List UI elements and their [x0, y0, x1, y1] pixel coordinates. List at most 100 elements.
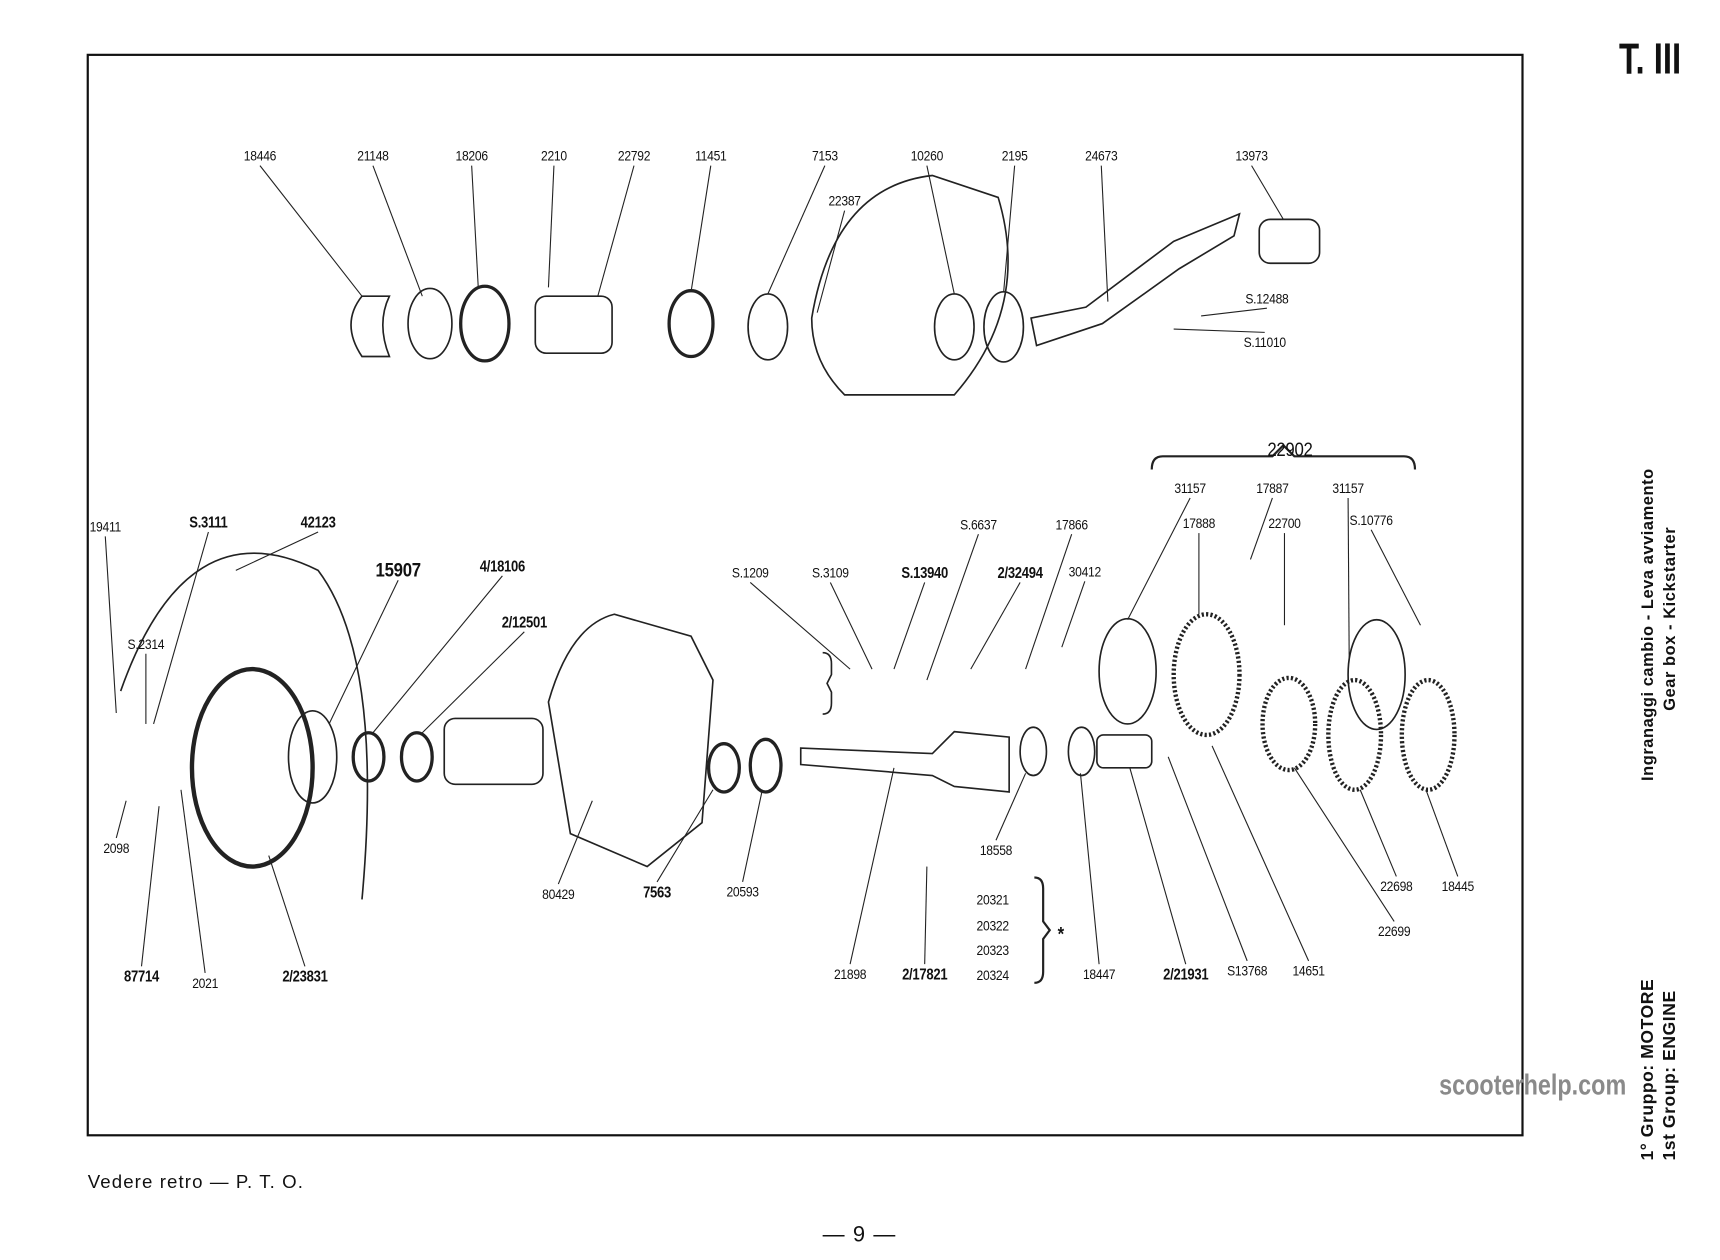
table-id: T. III [1619, 35, 1682, 84]
leader-line [1061, 581, 1086, 648]
leader-line [557, 800, 593, 885]
part-number-label: 22902 [1267, 438, 1313, 461]
part-number-label: 2/17821 [902, 965, 948, 983]
leader-line [421, 631, 525, 734]
leader-line [372, 575, 503, 734]
part-18445 [1399, 677, 1457, 792]
leader-lines [104, 165, 1459, 974]
part-22698 [1326, 677, 1384, 792]
part-number-label: 2/23831 [282, 967, 328, 986]
leader-line [1293, 767, 1395, 922]
leader-line [1003, 165, 1016, 292]
part-number-label: 18445 [1441, 878, 1475, 895]
leader-line [597, 165, 635, 297]
part-number-label: 20324 [976, 966, 1010, 984]
leader-line [372, 165, 423, 297]
leader-line [926, 534, 979, 681]
leader-line [767, 165, 826, 295]
part-number-label: 7153 [811, 147, 838, 164]
part-number-label: 7563 [643, 883, 672, 901]
part-number-label: 17866 [1055, 516, 1089, 533]
part-number-label: 17888 [1182, 514, 1216, 532]
part-number-label: 2/32494 [997, 563, 1043, 582]
group-italian: 1° Gruppo: MOTORE [1638, 978, 1658, 1161]
part-7563 [706, 742, 741, 794]
part-number-label: 24673 [1085, 147, 1118, 164]
part-number-label: 18446 [243, 147, 277, 164]
part-number-label: 20323 [976, 941, 1010, 959]
leader-line [547, 165, 555, 288]
part-number-label: 22698 [1380, 878, 1413, 895]
part-number-label: 18206 [455, 147, 489, 164]
watermark: scooterhelp.com [1439, 1068, 1627, 1102]
part-31157-b [1347, 618, 1406, 731]
section-title-english: Gear box - Kickstarter [1660, 526, 1680, 711]
part-number-label: 22387 [828, 192, 861, 209]
bracket-22902 [1150, 443, 1417, 470]
part-number-label: 10260 [910, 147, 944, 164]
part-number-label: 14651 [1292, 962, 1325, 979]
section-title-italian: Ingranaggi cambio - Leva avviamento [1638, 468, 1658, 781]
leader-line [1359, 789, 1397, 877]
leader-line [1211, 745, 1310, 962]
leader-line [849, 767, 895, 965]
part-number-label: S.3109 [811, 564, 849, 581]
part-number-label: S.3111 [189, 513, 228, 531]
part-7153 [747, 293, 789, 361]
part-number-label: 18447 [1082, 965, 1116, 983]
leader-line [1025, 534, 1073, 670]
leader-line [1129, 767, 1187, 965]
part-number-label: 18558 [979, 841, 1013, 859]
part-number-label: 87714 [124, 967, 159, 986]
diagram-frame [86, 53, 1524, 1137]
leader-line [180, 789, 206, 974]
page-number: — 9 — [822, 1223, 897, 1248]
part-80429-sleeve [443, 717, 544, 786]
leader-line [742, 789, 763, 883]
part-number-label: S.11010 [1243, 334, 1287, 351]
part-22792 [534, 295, 613, 355]
leader-line [749, 582, 851, 670]
leader-line [926, 165, 955, 295]
footer-note: Vedere retro — P. T. O. [87, 1171, 305, 1193]
leader-line [1370, 529, 1421, 626]
leader-line [924, 866, 928, 965]
leader-line [1173, 328, 1265, 333]
leader-line [104, 536, 117, 714]
part-number-label: 20322 [976, 917, 1010, 935]
part-21148 [407, 287, 453, 360]
part-number-label: S.13940 [901, 563, 949, 582]
part-number-label: 80429 [542, 885, 575, 903]
part-number-label: 2195 [1001, 147, 1028, 164]
leader-line [1251, 165, 1284, 220]
part-number-label: 20593 [726, 883, 759, 901]
leader-line [1100, 165, 1109, 302]
part-13973 [1258, 218, 1321, 265]
part-number-label: 2098 [103, 839, 130, 857]
bracket-shaft-parts [822, 651, 833, 715]
part-number-label: 22699 [1378, 923, 1411, 940]
leader-line [656, 789, 714, 883]
leader-line [115, 800, 127, 839]
leader-line [235, 531, 319, 571]
part-11451 [667, 289, 715, 359]
leader-line [1079, 773, 1100, 965]
leader-line [970, 582, 1021, 670]
leader-line [1347, 497, 1350, 659]
leader-line [1127, 497, 1191, 620]
leader-line [1425, 789, 1459, 877]
flywheel-outline [119, 552, 369, 900]
part-number-label: 2210 [541, 147, 567, 164]
part-21898 [799, 730, 1010, 793]
part-22699 [1260, 675, 1318, 773]
bracket-20321-20324 [1034, 876, 1052, 984]
leader-line [1249, 497, 1273, 560]
part-18206 [459, 284, 511, 363]
part-number-label: 13973 [1235, 147, 1268, 164]
part-number-label: 21148 [357, 147, 389, 164]
part-number-label: 2/12501 [501, 613, 548, 631]
part-number-label: S.1209 [731, 564, 769, 581]
part-22387 [810, 174, 1009, 396]
part-number-label: 42123 [300, 513, 336, 531]
